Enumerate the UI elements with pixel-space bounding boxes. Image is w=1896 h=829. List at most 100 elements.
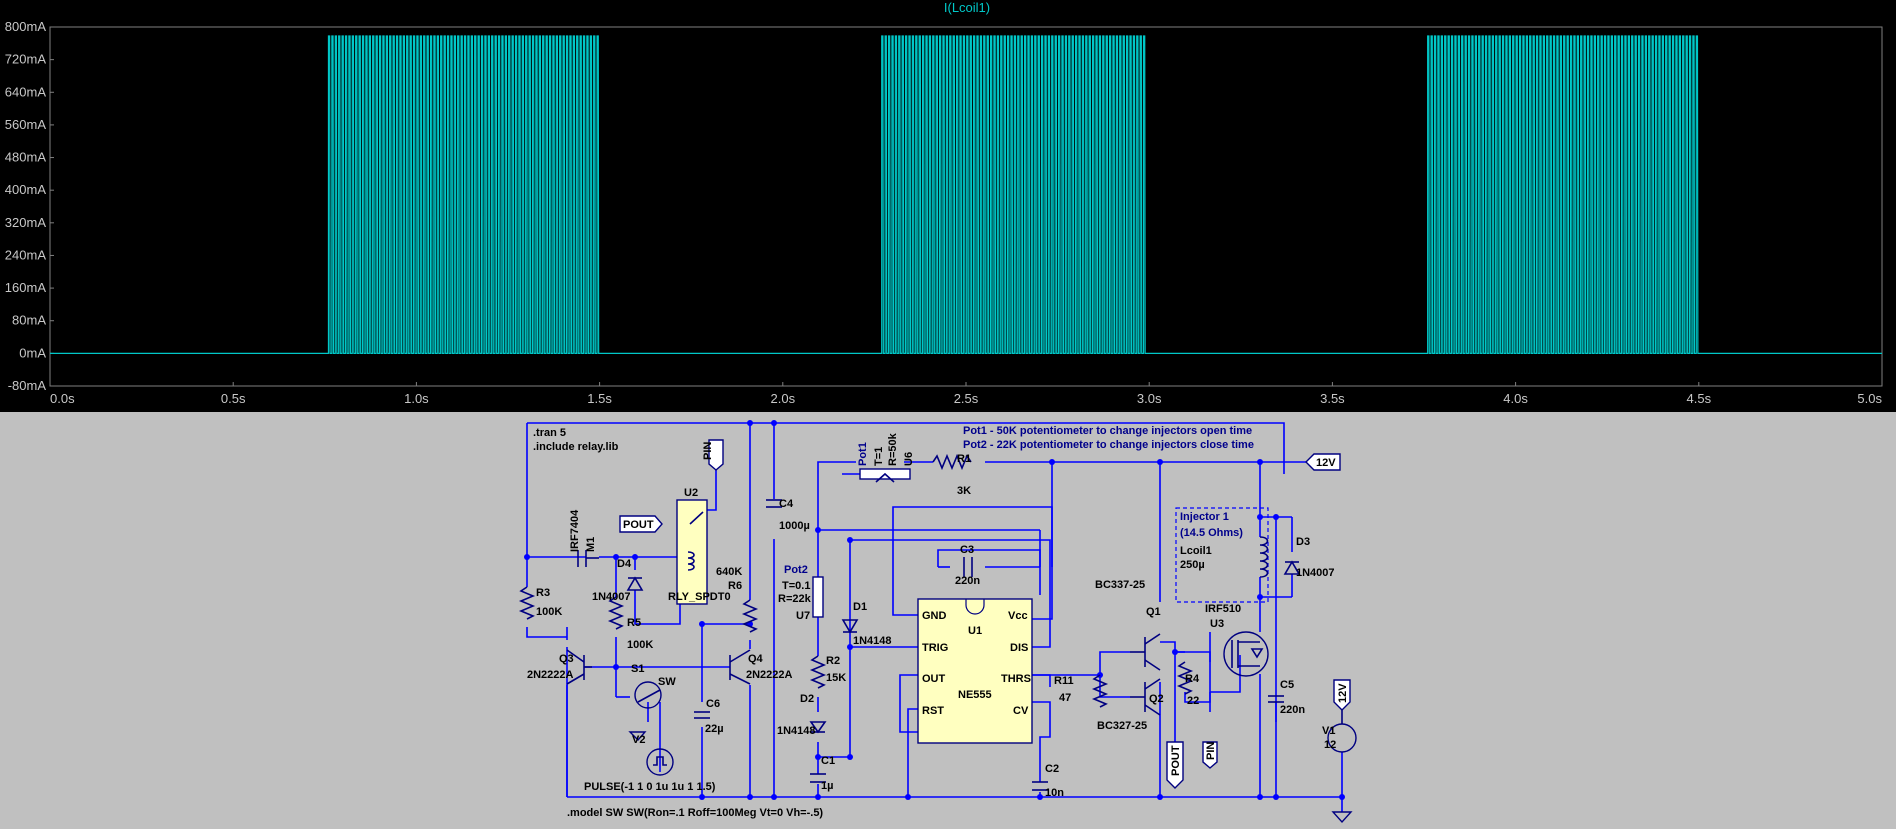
resistor-r3[interactable]: [518, 586, 536, 620]
resistor-r5[interactable]: [607, 596, 625, 630]
note-pot2[interactable]: Pot2 - 22K potentiometer to change injec…: [963, 439, 1254, 451]
capacitor-c1[interactable]: [810, 773, 826, 783]
r11-ref: R11: [1054, 675, 1074, 687]
q3-value: 2N2222A: [527, 669, 574, 681]
note-pot1[interactable]: Pot1 - 50K potentiometer to change injec…: [963, 425, 1252, 437]
capacitor-c3[interactable]: [963, 557, 973, 577]
pin-out: OUT: [922, 673, 946, 685]
pin-rst: RST: [922, 705, 944, 717]
trace-name-label[interactable]: I(Lcoil1): [944, 0, 990, 15]
d1-ref: D1: [853, 601, 867, 613]
capacitor-c6[interactable]: [694, 711, 710, 719]
diode-d1[interactable]: [841, 619, 859, 634]
relay-u2[interactable]: [676, 499, 708, 605]
d2-value: 1N4148: [777, 725, 816, 737]
capacitor-c5[interactable]: [1268, 695, 1284, 703]
pout-flag-driver[interactable]: [1166, 741, 1184, 789]
trace-line[interactable]: [50, 35, 1882, 354]
c6-value: 22µ: [705, 723, 724, 735]
resistor-r4[interactable]: [1176, 661, 1194, 695]
directive-include[interactable]: .include relay.lib: [533, 441, 619, 453]
pot1-r: R=50k: [887, 432, 899, 466]
x-tick-label: 4.0s: [1503, 391, 1528, 406]
c2-ref: C2: [1045, 763, 1059, 775]
potentiometer-pot2[interactable]: [812, 576, 824, 618]
junction-dots: [524, 420, 1345, 800]
resistor-r6[interactable]: [741, 599, 759, 633]
pin-thrs: THRS: [1001, 673, 1031, 685]
q1-ref: Q1: [1146, 606, 1161, 618]
lcoil1-ref: Lcoil1: [1180, 545, 1212, 557]
pin-trig: TRIG: [922, 642, 948, 654]
transistor-q2[interactable]: [1130, 678, 1161, 716]
capacitor-c2[interactable]: [1032, 781, 1048, 791]
resistor-r11[interactable]: [1091, 674, 1109, 708]
y-tick-label: -80mA: [8, 378, 47, 393]
r3-ref: R3: [536, 587, 550, 599]
y-tick-label: 560mA: [5, 117, 47, 132]
pot2-r: R=22k: [778, 593, 812, 605]
r2-value: 15K: [826, 672, 846, 684]
waveform-plot[interactable]: I(Lcoil1) 800mA720mA640mA560mA480mA400mA…: [0, 0, 1896, 412]
switch-s1[interactable]: [634, 681, 662, 709]
voltage-source-v1[interactable]: [1327, 710, 1357, 753]
transistor-q3[interactable]: [566, 649, 592, 685]
r11-value: 47: [1059, 692, 1071, 704]
diode-d3[interactable]: [1283, 560, 1301, 575]
q2-ref: Q2: [1149, 693, 1164, 705]
transistor-q1[interactable]: [1130, 633, 1161, 671]
c3-value: 220n: [955, 575, 980, 587]
injector-1-group[interactable]: [1175, 507, 1269, 603]
r3-value: 100K: [536, 606, 562, 618]
resistor-r1[interactable]: [932, 453, 972, 471]
pin-flag-top[interactable]: [708, 439, 724, 471]
r4-value: 22: [1187, 695, 1199, 707]
diode-d2[interactable]: [809, 721, 827, 734]
v12-flag-source[interactable]: [1333, 679, 1351, 711]
potentiometer-pot1[interactable]: [859, 468, 911, 483]
schematic-pane[interactable]: .tran 5 .include relay.lib .model SW SW(…: [0, 412, 1896, 824]
q1-value: BC337-25: [1095, 579, 1145, 591]
v12-flag-rail[interactable]: [1305, 453, 1341, 471]
u3-value: IRF510: [1205, 603, 1241, 615]
r4-ref: R4: [1185, 673, 1200, 685]
directive-model[interactable]: .model SW SW(Ron=.1 Roff=100Meg Vt=0 Vh=…: [567, 807, 823, 819]
y-tick-label: 480mA: [5, 150, 47, 165]
inductor-lcoil1[interactable]: [1259, 536, 1269, 578]
ic-u1-ne555[interactable]: [917, 598, 1033, 744]
mosfet-m1[interactable]: [577, 550, 599, 567]
u1-ref: U1: [968, 625, 982, 637]
mosfet-u3-irf510[interactable]: [1223, 631, 1269, 677]
u7-ref: U7: [796, 610, 810, 622]
capacitor-c4[interactable]: [766, 499, 782, 508]
c4-value: 1000µ: [779, 520, 810, 532]
pout-flag-relay[interactable]: [619, 515, 663, 533]
ground-symbol: [1331, 811, 1353, 824]
u6-ref: U6: [903, 452, 915, 466]
pot2-ref: Pot2: [784, 564, 808, 576]
resistor-r2[interactable]: [809, 655, 827, 689]
pin-vcc: Vcc: [1008, 610, 1028, 622]
pin-flag-u3[interactable]: [1202, 741, 1218, 769]
s1-ref: S1: [631, 663, 644, 675]
y-tick-label: 80mA: [12, 313, 46, 328]
x-tick-label: 5.0s: [1857, 391, 1882, 406]
injector-label: Injector 1: [1180, 511, 1229, 523]
c4-ref: C4: [779, 498, 794, 510]
transistor-q4[interactable]: [729, 649, 751, 685]
q3-ref: Q3: [559, 653, 574, 665]
x-tick-label: 2.0s: [771, 391, 796, 406]
d3-value: 1N4007: [1296, 567, 1335, 579]
voltage-source-v2[interactable]: [628, 731, 674, 776]
diode-d4[interactable]: [626, 576, 644, 591]
m1-ref: M1: [585, 537, 597, 552]
injector-resistance: (14.5 Ohms): [1180, 527, 1243, 539]
pin-dis: DIS: [1010, 642, 1028, 654]
directive-tran[interactable]: .tran 5: [533, 427, 566, 439]
c5-ref: C5: [1280, 679, 1294, 691]
x-tick-label: 4.5s: [1687, 391, 1712, 406]
schematic-canvas[interactable]: .tran 5 .include relay.lib .model SW SW(…: [0, 412, 1896, 824]
r5-value: 100K: [627, 639, 653, 651]
q2-value: BC327-25: [1097, 720, 1147, 732]
